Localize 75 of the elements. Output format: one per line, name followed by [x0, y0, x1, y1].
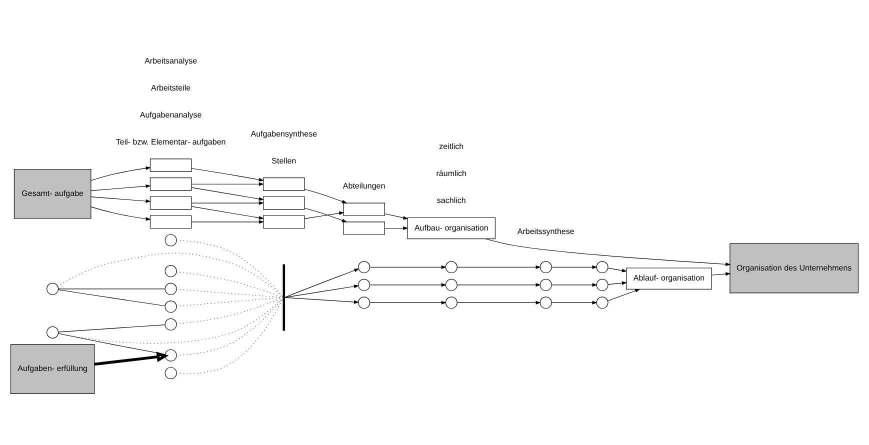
node-box — [263, 215, 305, 229]
node-box — [150, 158, 192, 172]
node-circle — [540, 278, 552, 291]
node-circle — [164, 234, 177, 246]
arrow — [711, 272, 731, 276]
node-box — [150, 196, 192, 210]
node-circle — [358, 278, 370, 291]
connector — [176, 271, 284, 298]
connector — [58, 333, 166, 355]
arrow — [384, 213, 408, 220]
arrow — [456, 283, 541, 287]
arrow — [370, 283, 447, 287]
arrow — [90, 196, 151, 203]
arrow — [551, 283, 598, 287]
node-circle — [596, 261, 608, 274]
arrow — [304, 211, 344, 219]
node-box — [263, 196, 305, 210]
arrow — [90, 184, 151, 191]
arrow — [608, 268, 628, 272]
node-box — [343, 222, 385, 235]
arrow — [485, 238, 731, 266]
arrow — [304, 208, 348, 222]
node-circle — [164, 367, 177, 380]
arrow — [284, 297, 360, 304]
arrow — [90, 166, 151, 181]
arrow — [191, 168, 264, 182]
arrow — [456, 265, 541, 269]
node-circle — [164, 300, 177, 313]
node-circle — [445, 296, 458, 309]
node-box — [343, 202, 385, 216]
arrow — [370, 300, 447, 304]
arrow — [551, 300, 598, 304]
node-circle — [540, 261, 552, 274]
arrow — [607, 288, 640, 302]
connector — [57, 252, 284, 298]
node-circle — [540, 296, 552, 309]
connector — [176, 298, 284, 356]
node-circle — [445, 278, 458, 291]
node-circle — [164, 282, 177, 295]
node-circle — [445, 261, 458, 274]
arrow — [284, 268, 360, 298]
arrow — [384, 226, 408, 230]
arrow — [304, 188, 348, 204]
node-bar — [282, 264, 286, 331]
node-box — [263, 178, 305, 191]
node-circle — [596, 296, 608, 309]
arrow — [284, 284, 360, 298]
connector — [58, 289, 166, 306]
arrow — [370, 265, 447, 269]
arrow — [191, 201, 264, 205]
node-circle — [46, 326, 59, 338]
arrow — [456, 300, 541, 304]
connector — [176, 297, 284, 324]
node-circle — [358, 261, 370, 274]
connector — [58, 298, 284, 344]
node-circle — [358, 296, 370, 309]
node-box — [150, 215, 192, 229]
node-circle — [164, 265, 177, 278]
connector — [176, 240, 284, 298]
arrow — [191, 220, 264, 224]
arrow — [191, 182, 264, 186]
arrow — [94, 352, 169, 366]
node-circle — [596, 278, 608, 291]
node-circle — [46, 282, 59, 295]
arrow — [551, 265, 598, 269]
connector — [58, 324, 166, 332]
arrow — [191, 206, 264, 220]
node-box — [150, 178, 192, 191]
node-circle — [164, 349, 177, 362]
arrow — [608, 281, 628, 285]
connector — [176, 298, 284, 374]
arrow — [191, 187, 264, 201]
node-circle — [164, 318, 177, 330]
connector — [58, 288, 166, 290]
arrow — [90, 206, 151, 221]
